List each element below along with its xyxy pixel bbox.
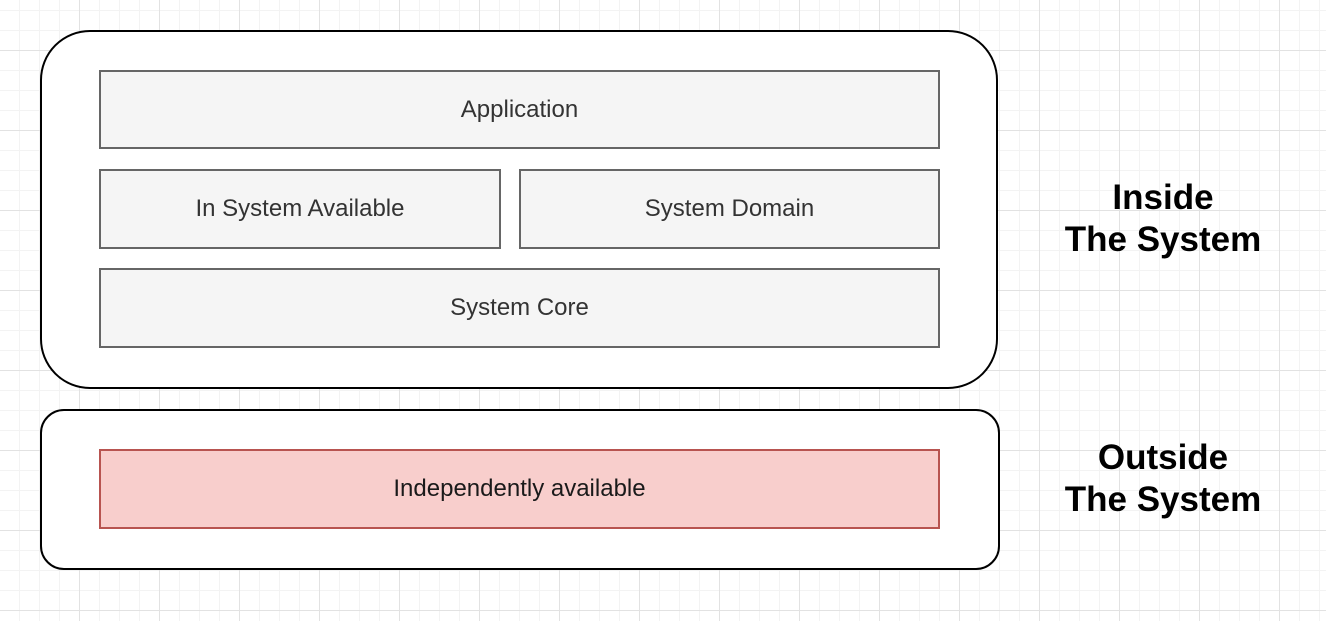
system-core-label: System Core xyxy=(450,294,589,321)
outside-the-system-label: Outside The System xyxy=(1023,437,1303,521)
outside-label-line2: The System xyxy=(1064,480,1262,519)
system-domain-label: System Domain xyxy=(644,195,815,222)
independently-available-box: Independently available xyxy=(99,449,940,529)
inside-label-line2: The System xyxy=(1064,220,1262,259)
system-domain-box: System Domain xyxy=(519,169,940,249)
outside-label-line1: Outside xyxy=(1097,438,1229,477)
inside-the-system-label: Inside The System xyxy=(1023,177,1303,261)
application-label: Application xyxy=(460,95,579,123)
system-core-box: System Core xyxy=(99,268,940,348)
inside-label-line1: Inside xyxy=(1112,178,1214,217)
independently-available-label: Independently available xyxy=(393,475,646,502)
in-system-available-label: In System Available xyxy=(195,195,405,222)
application-box: Application xyxy=(99,70,940,149)
in-system-available-box: In System Available xyxy=(99,169,501,249)
